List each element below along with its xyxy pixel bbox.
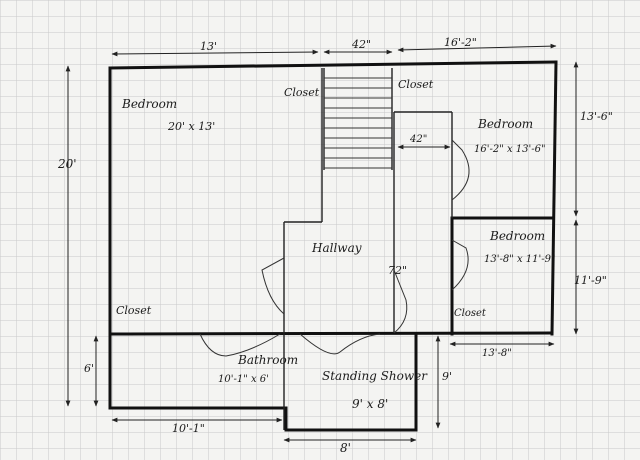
dim-left-total: 20' [57, 157, 77, 171]
dim-right-top: 13'-6" [580, 110, 613, 123]
bedroom-right-mid-size: 13'-8" x 11'-9" [484, 254, 556, 265]
dim-hall-inner: 42" [409, 134, 427, 145]
dim-left-bottom: 6' [84, 362, 94, 375]
closet-right-bottom-label: Closet [454, 308, 487, 319]
dim-top-left: 13' [200, 40, 217, 53]
dimension-lines [65, 43, 579, 443]
bedroom-right-top-size: 16'-2" x 13'-6" [474, 144, 546, 155]
bathroom-size: 10'-1" x 6' [218, 374, 269, 385]
shower-size: 9' x 8' [352, 397, 388, 411]
interior-walls [108, 68, 554, 430]
dim-bottom-right-room: 13'-8" [482, 348, 512, 359]
bedroom-main-size: 20' x 13' [167, 120, 215, 133]
outer-walls [108, 60, 558, 432]
closet-left-top-label: Closet [284, 86, 320, 99]
dim-top-stair: 42" [351, 38, 371, 51]
bathroom-label: Bathroom [237, 353, 298, 367]
closet-right-top-label: Closet [398, 78, 434, 91]
dim-bottom-bath: 10'-1" [172, 422, 205, 435]
hallway-label: Hallway [311, 241, 362, 255]
closet-left-bottom-label: Closet [116, 304, 152, 317]
shower-label: Standing Shower [322, 369, 428, 383]
door-swings [199, 139, 470, 357]
dim-shower-height: 9' [442, 370, 452, 383]
bedroom-right-mid-label: Bedroom [489, 229, 545, 243]
dim-hall-length: 72" [388, 264, 407, 277]
dim-top-right: 16'-2" [444, 36, 477, 49]
bedroom-right-top-label: Bedroom [477, 117, 533, 131]
bedroom-main-label: Bedroom [121, 97, 177, 111]
staircase [323, 68, 393, 170]
dim-right-mid: 11'-9" [574, 274, 607, 287]
dim-bottom-shower: 8' [340, 441, 351, 455]
